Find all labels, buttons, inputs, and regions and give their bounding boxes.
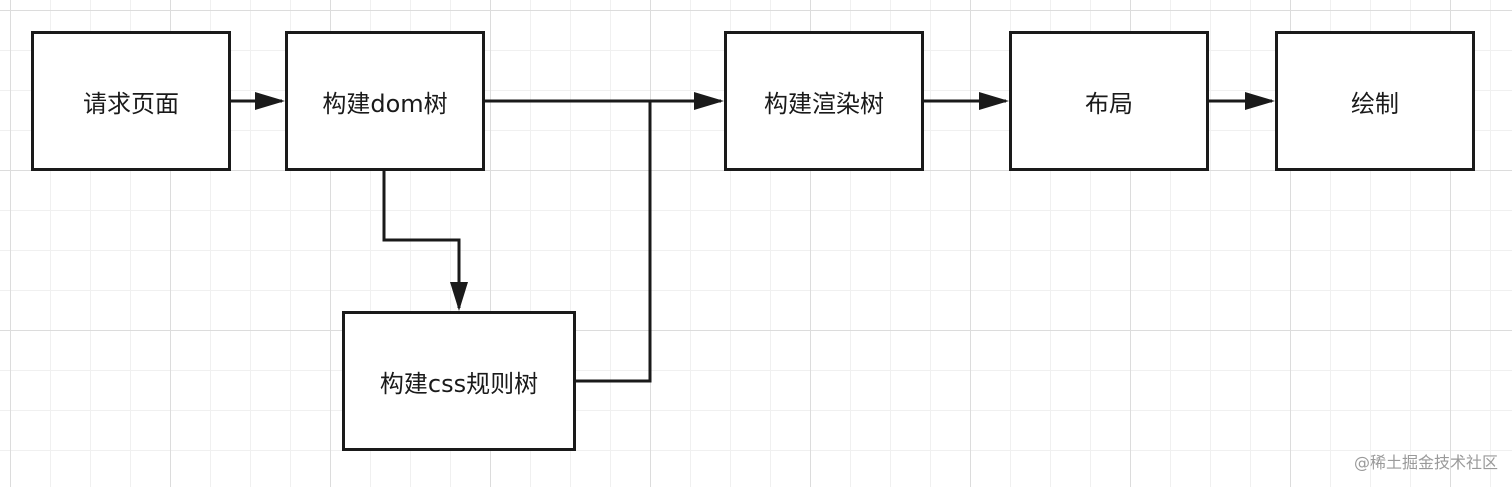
node-build-dom-tree[interactable]: 构建dom树 (285, 31, 485, 171)
arrowhead-request-to-dom (255, 92, 285, 110)
node-request-page[interactable]: 请求页面 (31, 31, 231, 171)
node-request-page-label: 请求页面 (83, 89, 179, 118)
node-build-css-rule-tree[interactable]: 构建css规则树 (342, 311, 576, 451)
arrow-dom-to-css (382, 171, 461, 308)
arrowhead-dom-to-css (450, 282, 468, 311)
arrowhead-dom-to-render (694, 92, 724, 110)
arrowhead-render-to-layout (979, 92, 1009, 110)
node-build-css-rule-tree-label: 构建css规则树 (379, 369, 539, 398)
node-layout[interactable]: 布局 (1009, 31, 1209, 171)
watermark: @稀土掘金技术社区 (1353, 453, 1498, 472)
node-layout-label: 布局 (1085, 89, 1133, 118)
node-paint[interactable]: 绘制 (1275, 31, 1475, 171)
node-build-render-tree-label: 构建渲染树 (764, 89, 884, 118)
arrow-css-to-render (576, 101, 652, 383)
node-build-render-tree[interactable]: 构建渲染树 (724, 31, 924, 171)
arrowhead-layout-to-paint (1245, 92, 1275, 110)
node-build-dom-tree-label: 构建dom树 (322, 89, 448, 118)
node-paint-label: 绘制 (1351, 89, 1399, 118)
